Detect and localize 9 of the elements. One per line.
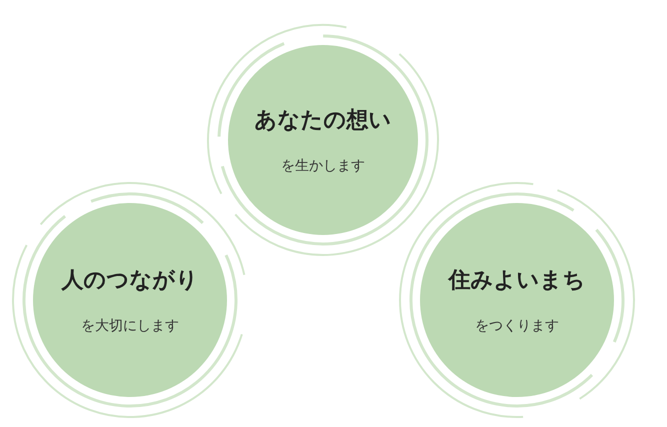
heading-text: 住みよいまち [448, 267, 586, 295]
body-text: を生かします [281, 157, 365, 175]
body-text: をつくります [475, 317, 559, 335]
circle-node [420, 203, 614, 397]
circle-node [228, 45, 418, 235]
heading-text: 人のつながり [62, 267, 198, 295]
circle-node [33, 203, 227, 397]
heading-text: あなたの想い [254, 107, 392, 135]
body-text: を大切にします [81, 317, 179, 335]
